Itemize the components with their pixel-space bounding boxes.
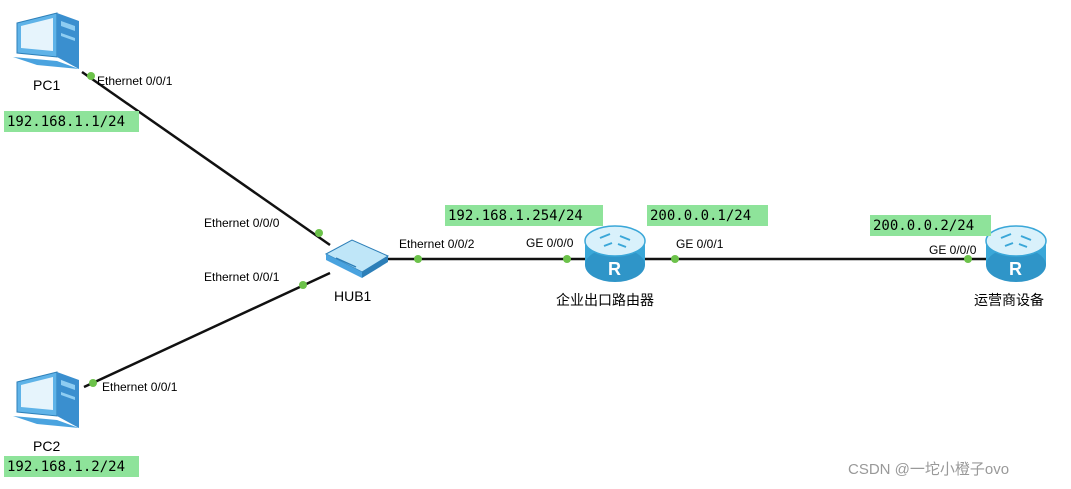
port-dots — [87, 72, 972, 387]
r2-device[interactable]: R 运营商设备 — [974, 225, 1047, 308]
port-dot-hub-p2 — [414, 255, 422, 263]
r2-label: 运营商设备 — [974, 292, 1044, 308]
pc-icon — [13, 371, 79, 428]
watermark: CSDN @一坨小橙子ovo — [848, 461, 1009, 478]
router-icon: R — [985, 225, 1047, 282]
port-label-pc2: Ethernet 0/0/1 — [102, 380, 178, 394]
port-dot-pc1 — [87, 72, 95, 80]
pc2-device[interactable]: PC2 — [13, 371, 79, 454]
ip-r1-lan: 192.168.1.254/24 — [448, 208, 583, 224]
router-glyph: R — [608, 259, 621, 279]
port-labels: Ethernet 0/0/1 Ethernet 0/0/0 Ethernet 0… — [97, 74, 977, 394]
hub-icon — [324, 239, 390, 278]
ip-bg-r2 — [870, 215, 991, 236]
router-icon: R — [584, 225, 646, 282]
hub1-label: HUB1 — [334, 288, 372, 304]
ip-labels: 192.168.1.1/24 192.168.1.2/24 192.168.1.… — [4, 111, 991, 477]
port-label-hub-p0: Ethernet 0/0/0 — [204, 216, 280, 230]
hub1-device[interactable]: HUB1 — [324, 239, 390, 304]
port-label-r1-g1: GE 0/0/1 — [676, 237, 724, 251]
link-pc2-hub1[interactable] — [83, 271, 331, 389]
ip-bg-r1-wan — [647, 205, 768, 226]
ip-bg-pc2 — [4, 456, 139, 477]
port-dot-pc2 — [89, 379, 97, 387]
port-dot-r1-g1 — [671, 255, 679, 263]
ip-r2: 200.0.0.2/24 — [873, 218, 974, 234]
port-dot-hub-p1 — [299, 281, 307, 289]
port-label-pc1: Ethernet 0/0/1 — [97, 74, 173, 88]
ip-bg-r1-lan — [445, 205, 603, 226]
r1-device[interactable]: R 企业出口路由器 — [556, 225, 654, 308]
ip-pc2: 192.168.1.2/24 — [7, 459, 125, 475]
port-dot-r1-g0 — [563, 255, 571, 263]
pc-icon — [13, 12, 79, 69]
port-label-hub-p2: Ethernet 0/0/2 — [399, 237, 475, 251]
r1-label: 企业出口路由器 — [556, 292, 654, 308]
router-glyph: R — [1009, 259, 1022, 279]
port-dot-r2-g0 — [964, 255, 972, 263]
pc2-label: PC2 — [33, 438, 60, 454]
link-pc1-hub1[interactable] — [81, 70, 331, 247]
ip-r1-wan: 200.0.0.1/24 — [650, 208, 751, 224]
port-label-r1-g0: GE 0/0/0 — [526, 236, 574, 250]
port-label-r2-g0: GE 0/0/0 — [929, 243, 977, 257]
port-dot-hub-p0 — [315, 229, 323, 237]
pc1-device[interactable]: PC1 — [13, 12, 79, 93]
ip-pc1: 192.168.1.1/24 — [7, 114, 125, 130]
port-label-hub-p1: Ethernet 0/0/1 — [204, 270, 280, 284]
ip-bg-pc1 — [4, 111, 139, 132]
pc1-label: PC1 — [33, 77, 60, 93]
